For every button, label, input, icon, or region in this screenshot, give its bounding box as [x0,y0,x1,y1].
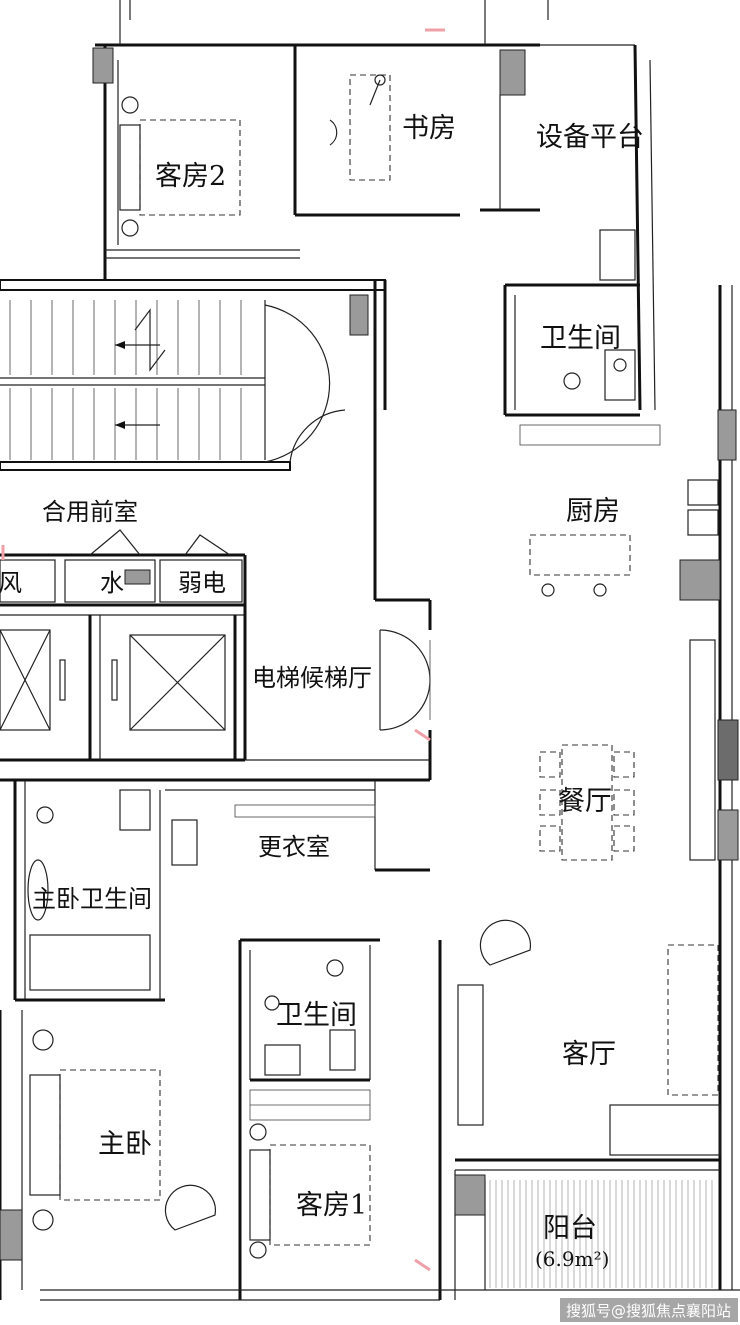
label-master-bathroom: 主卧卫生间 [32,885,152,913]
label-elevator-hall: 电梯候梯厅 [252,664,372,692]
structural-columns [0,47,739,1261]
label-master-bedroom: 主卧 [98,1129,152,1160]
grid-markers [1,28,445,1272]
label-living-room: 客厅 [562,1039,616,1070]
room-labels: 客房2 书房 设备平台 卫生间 厨房 合用前室 风 水 弱电 电梯候梯厅 餐厅 … [0,113,644,1271]
staircase [0,300,331,463]
label-balcony: 阳台 [543,1213,597,1244]
watermark: 搜狐号@搜狐焦点襄阳站 [560,1298,738,1322]
elevators [0,629,226,731]
label-bathroom: 卫生间 [276,1000,357,1031]
label-wind-shaft: 风 [0,569,22,597]
label-guest-room-2: 客房2 [155,161,226,192]
watermark-text: 搜狐号@搜狐焦点襄阳站 [566,1302,731,1320]
label-balcony-area: (6.9m²) [535,1247,609,1271]
label-shared-lobby: 合用前室 [42,498,138,526]
label-water-shaft: 水 [100,569,124,597]
label-equipment-platform: 设备平台 [536,122,644,153]
label-dressing-room: 更衣室 [258,833,330,861]
service-shafts [0,529,243,603]
label-guest-room-1: 客房1 [296,1190,367,1221]
doors [289,409,431,731]
label-bathroom-north: 卫生间 [540,323,621,354]
label-dining: 餐厅 [558,786,612,817]
label-study: 书房 [402,113,456,144]
label-kitchen: 厨房 [566,496,620,527]
furniture [27,74,739,1288]
label-weak-current: 弱电 [178,569,226,597]
